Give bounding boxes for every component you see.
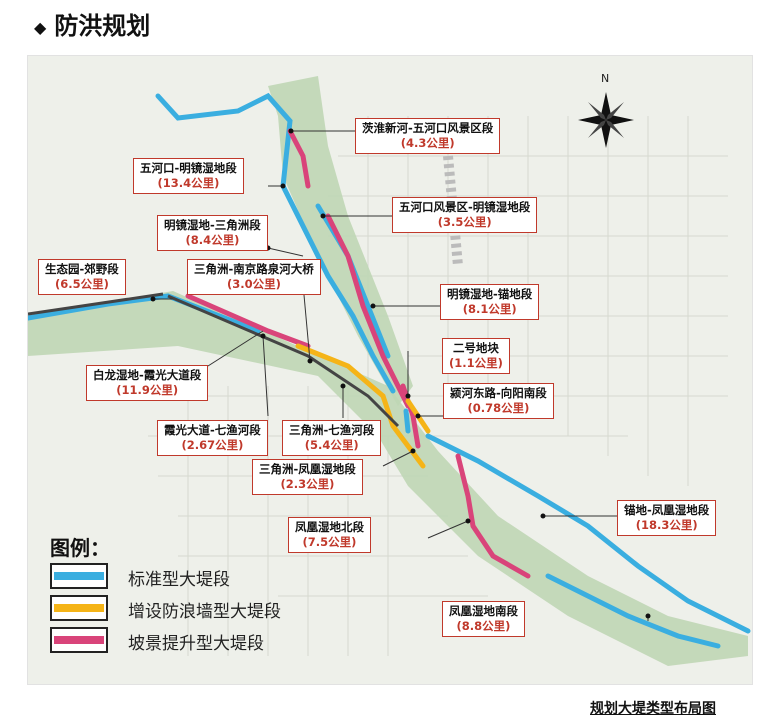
leader-lines — [153, 130, 649, 621]
segment-label-2: 五河口风景区-明镜湿地段(3.5公里) — [392, 197, 538, 233]
legend-swatch-standard — [50, 563, 108, 589]
railway — [443, 155, 463, 267]
segment-label-10: 霞光大道-七渔河段(2.67公里) — [157, 420, 268, 456]
segment-label-7: 二号地块(1.1公里) — [442, 338, 510, 374]
dike-outlines — [28, 292, 400, 428]
segment-label-4: 生态园-郊野段(6.5公里) — [38, 259, 126, 295]
segment-label-14: 锚地-凤凰湿地段(18.3公里) — [617, 500, 717, 536]
legend-swatch-wavewall — [50, 595, 108, 621]
segment-label-0: 茨淮新河-五河口风景区段(4.3公里) — [355, 118, 501, 154]
map-canvas — [28, 76, 751, 666]
segment-label-11: 三角洲-七渔河段(5.4公里) — [282, 420, 382, 456]
figure-caption: 规划大堤类型布局图 — [590, 701, 716, 717]
segment-label-12: 三角洲-凤凰湿地段(2.3公里) — [252, 459, 363, 495]
legend-label-standard: 标准型大堤段 — [128, 570, 230, 590]
segment-label-15: 凤凰湿地南段(8.8公里) — [442, 601, 525, 637]
segment-label-13: 凤凰湿地北段(7.5公里) — [288, 517, 371, 553]
legend-title: 图例： — [50, 536, 110, 560]
segment-label-6: 明镜湿地-锚地段(8.1公里) — [440, 284, 540, 320]
segment-label-1: 五河口-明镜湿地段(13.4公里) — [133, 158, 244, 194]
legend-swatch-landscape — [50, 627, 108, 653]
segment-label-5: 三角洲-南京路泉河大桥(3.0公里) — [187, 259, 321, 295]
landscape-dikes — [185, 128, 531, 579]
segment-label-3: 明镜湿地-三角洲段(8.4公里) — [157, 215, 268, 251]
compass-north-label: N — [601, 72, 610, 85]
leader-dots — [150, 128, 651, 619]
diamond-bullet-icon: ◆ — [34, 17, 47, 37]
segment-label-9: 颍河东路-向阳南段(0.78公里) — [443, 383, 554, 419]
legend-label-landscape: 坡景提升型大堤段 — [128, 634, 264, 654]
legend-label-wavewall: 增设防浪墙型大堤段 — [128, 602, 281, 622]
compass-rose-icon — [578, 92, 634, 148]
page-title: ◆ 防洪规划 — [34, 6, 150, 41]
page-title-text: 防洪规划 — [54, 12, 151, 40]
segment-label-8: 白龙湿地-霞光大道段(11.9公里) — [86, 365, 209, 401]
river-corridor-west — [28, 291, 748, 666]
